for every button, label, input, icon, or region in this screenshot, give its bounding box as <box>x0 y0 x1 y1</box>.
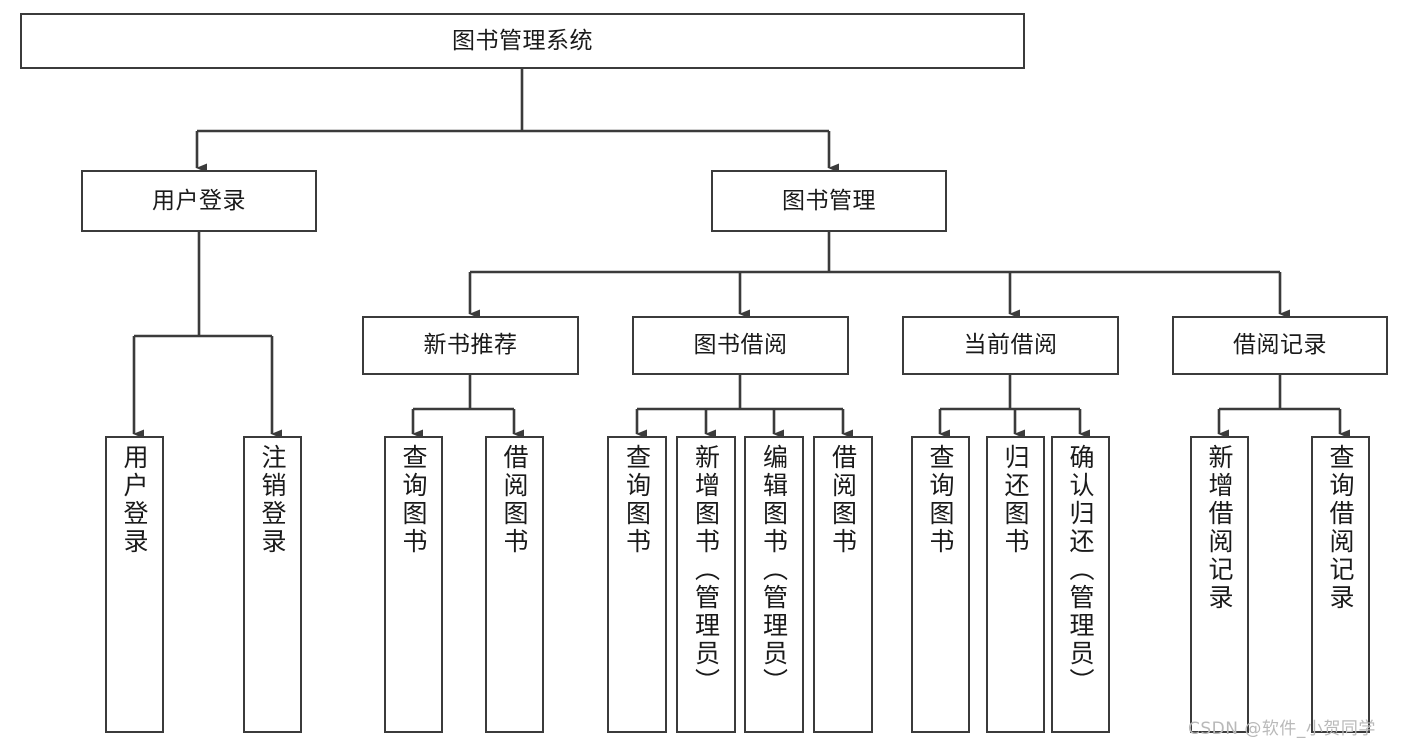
node-label-new-book-rec: 新书推荐 <box>423 332 518 359</box>
node-root[interactable]: 图书管理系统 <box>20 13 1025 69</box>
node-leaf-borrow-book-1[interactable]: 借阅图书 <box>485 436 544 733</box>
node-leaf-add-record[interactable]: 新增借阅记录 <box>1190 436 1249 733</box>
node-leaf-confirm-return[interactable]: 确认归还（管理员） <box>1051 436 1110 733</box>
node-leaf-query-book-2[interactable]: 查询图书 <box>607 436 667 733</box>
node-label-leaf-return-book: 归还图书 <box>1001 444 1030 556</box>
node-label-leaf-query-book-2: 查询图书 <box>622 444 652 556</box>
node-borrow-record[interactable]: 借阅记录 <box>1172 316 1388 375</box>
node-label-leaf-add-record: 新增借阅记录 <box>1205 444 1234 612</box>
connector-borrow-record-split <box>1217 375 1350 439</box>
connector-book-borrow-split <box>635 375 853 439</box>
node-label-leaf-borrow-book-2: 借阅图书 <box>828 444 858 556</box>
node-label-root: 图书管理系统 <box>452 27 593 54</box>
node-label-leaf-edit-book: 编辑图书（管理员） <box>759 444 789 696</box>
edge-layer <box>132 69 1350 439</box>
node-leaf-query-book-3[interactable]: 查询图书 <box>911 436 970 733</box>
node-label-borrow-record: 借阅记录 <box>1233 332 1327 359</box>
node-leaf-borrow-book-2[interactable]: 借阅图书 <box>813 436 873 733</box>
node-label-current-borrow: 当前借阅 <box>963 332 1058 359</box>
connector-new-book-rec-split <box>411 375 524 439</box>
node-label-leaf-logout: 注销登录 <box>258 444 287 556</box>
node-leaf-query-record[interactable]: 查询借阅记录 <box>1311 436 1370 733</box>
node-book-manage[interactable]: 图书管理 <box>711 170 947 232</box>
node-leaf-return-book[interactable]: 归还图书 <box>986 436 1045 733</box>
connector-current-borrow-split <box>938 375 1090 439</box>
connector-user-login-split <box>132 232 282 439</box>
node-user-login[interactable]: 用户登录 <box>81 170 317 232</box>
node-label-book-borrow: 图书借阅 <box>693 332 788 359</box>
node-current-borrow[interactable]: 当前借阅 <box>902 316 1119 375</box>
node-label-leaf-add-book: 新增图书（管理员） <box>691 444 721 696</box>
node-leaf-add-book[interactable]: 新增图书（管理员） <box>676 436 736 733</box>
node-label-book-manage: 图书管理 <box>782 187 876 214</box>
node-new-book-rec[interactable]: 新书推荐 <box>362 316 579 375</box>
node-leaf-edit-book[interactable]: 编辑图书（管理员） <box>744 436 804 733</box>
csdn-watermark: CSDN @软件_小贺同学 <box>1188 719 1376 739</box>
node-label-user-login: 用户登录 <box>152 187 246 214</box>
node-label-leaf-query-book-1: 查询图书 <box>399 444 428 556</box>
node-book-borrow[interactable]: 图书借阅 <box>632 316 849 375</box>
node-label-leaf-user-login: 用户登录 <box>120 444 149 556</box>
node-label-leaf-query-book-3: 查询图书 <box>926 444 955 556</box>
node-label-leaf-confirm-return: 确认归还（管理员） <box>1066 444 1095 696</box>
node-leaf-user-login[interactable]: 用户登录 <box>105 436 164 733</box>
connector-root-split <box>195 69 839 173</box>
node-leaf-query-book-1[interactable]: 查询图书 <box>384 436 443 733</box>
node-label-leaf-query-record: 查询借阅记录 <box>1326 444 1355 612</box>
connector-book-manage-split <box>468 232 1290 319</box>
node-leaf-logout[interactable]: 注销登录 <box>243 436 302 733</box>
node-label-leaf-borrow-book-1: 借阅图书 <box>500 444 529 556</box>
